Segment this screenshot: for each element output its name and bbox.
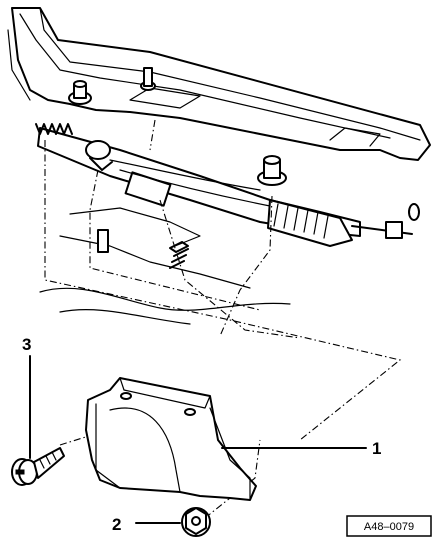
tie-rod-end-cap [408, 203, 420, 221]
tie-rod-end [385, 221, 403, 239]
screw-part-3 [11, 447, 65, 486]
rack-boot-left [35, 123, 73, 135]
shield-curve [109, 407, 181, 493]
guide-line [219, 195, 273, 337]
mounting-nut [257, 155, 287, 186]
floor-pan-edge [69, 207, 201, 249]
floor-pan-edge [59, 309, 191, 325]
mounting-nut [68, 80, 92, 105]
nut-bore [191, 516, 201, 526]
assembly-guide-lines [44, 119, 402, 519]
floor-pan-edge [59, 235, 251, 289]
subframe-flange-line [19, 13, 391, 139]
subframe-rib [329, 127, 381, 147]
reference-code: A48–0079 [364, 521, 414, 533]
guide-line [204, 439, 261, 519]
guide-line [89, 169, 261, 311]
hydraulic-line [109, 159, 261, 191]
pinion-housing-neck [89, 157, 113, 171]
floor-pan-outline [39, 207, 291, 325]
pinion-housing [85, 140, 111, 160]
nut-part-2 [181, 507, 211, 537]
subframe-rib [7, 29, 31, 101]
subframe-crossmember [11, 7, 431, 161]
callout-1: 1 [372, 439, 381, 458]
reference-code-box [346, 515, 432, 537]
floor-pan-clip [97, 229, 109, 253]
splash-shield-part-1 [85, 377, 257, 501]
screw-drive-slot [15, 469, 25, 475]
shield-edge [209, 407, 251, 501]
mounting-stud [140, 67, 156, 91]
shield-flange [119, 377, 211, 409]
spring-stud [169, 241, 189, 269]
shield-edge [95, 403, 121, 489]
guide-line [44, 140, 402, 441]
screw-thread [39, 451, 57, 469]
floor-pan-edge [39, 287, 291, 311]
hydraulic-line [119, 169, 271, 207]
shield-hole [120, 392, 132, 400]
subframe-assembly [7, 7, 431, 247]
rack-boot-right [267, 199, 353, 247]
subframe-rib [129, 87, 201, 109]
guide-line [149, 119, 301, 339]
callout-3: 3 [22, 335, 31, 354]
shield-hole [184, 408, 196, 416]
rack-boot-fold [273, 203, 329, 239]
callout-2: 2 [112, 515, 121, 534]
